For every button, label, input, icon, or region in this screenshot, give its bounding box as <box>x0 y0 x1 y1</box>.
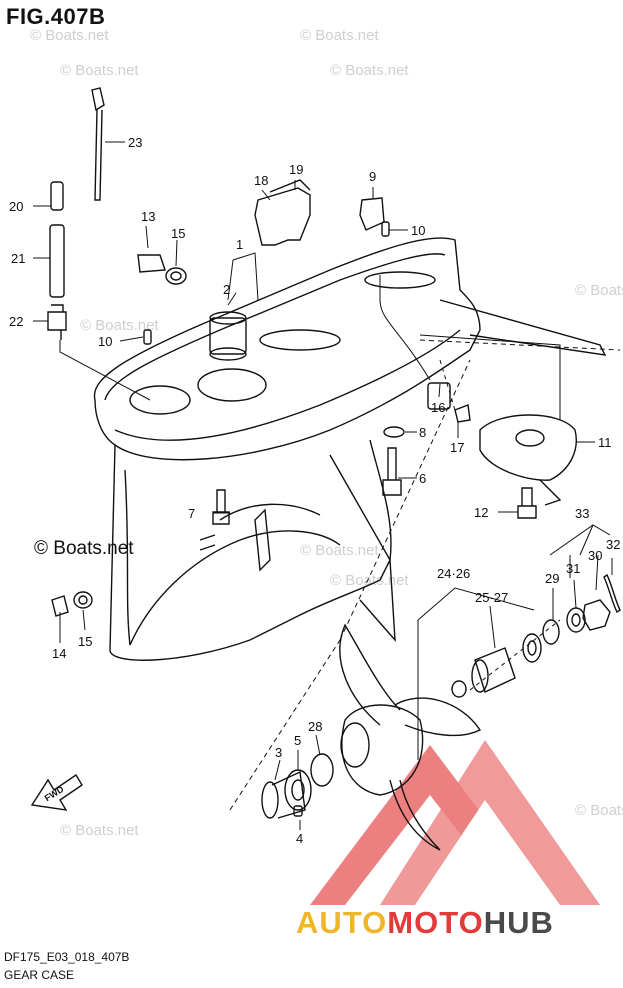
plug-part <box>137 254 166 273</box>
washer-part <box>542 619 560 645</box>
gear-case-lower <box>109 439 392 661</box>
callout-18: 18 <box>254 173 268 188</box>
callout-25-27: 25·27 <box>475 590 508 605</box>
watermark: © Boats.net <box>575 282 623 299</box>
callout-28: 28 <box>308 719 322 734</box>
gear-case-housing <box>93 237 481 461</box>
thrust-holder-part <box>261 781 279 819</box>
grommet-part <box>50 181 64 211</box>
watermark: © Boats.net <box>30 27 109 44</box>
watermark: © Boats.net <box>300 27 379 44</box>
watermark-group: © Boats.net © Boats.net © Boats.net © Bo… <box>30 27 623 839</box>
callout-4: 4 <box>296 831 303 846</box>
callout-11: 11 <box>598 435 612 450</box>
callout-5: 5 <box>294 733 301 748</box>
figure-title: FIG.407B <box>6 4 106 29</box>
bolt-part <box>212 489 230 525</box>
callout-16: 16 <box>431 400 445 415</box>
callout-9: 9 <box>369 169 376 184</box>
washer-part <box>522 633 542 663</box>
callout-29: 29 <box>545 571 559 586</box>
callout-31: 31 <box>566 561 580 576</box>
brand-part-hub: HUB <box>483 905 554 940</box>
callout-12: 12 <box>474 505 488 520</box>
callout-19: 19 <box>289 162 303 177</box>
callout-24-26: 24·26 <box>437 566 470 581</box>
anode-block-part <box>427 382 451 410</box>
washer-part <box>284 769 312 811</box>
spacer-part <box>310 753 334 787</box>
gasket-part <box>73 591 93 609</box>
callout-15-top: 15 <box>171 226 185 241</box>
nut-part <box>582 599 611 631</box>
pin-part <box>381 221 390 237</box>
callout-1: 1 <box>236 237 243 252</box>
callout-33: 33 <box>575 506 589 521</box>
callout-32: 32 <box>606 537 620 552</box>
key-part <box>293 805 303 817</box>
callout-labels: 1 2 3 4 5 6 7 8 9 10 10 11 12 13 14 15 1… <box>9 135 620 846</box>
plug-part <box>51 595 69 617</box>
propeller-part <box>339 623 401 726</box>
callout-10-left: 10 <box>98 334 112 349</box>
watermark: © Boats.net <box>80 317 159 334</box>
cotter-pin-part <box>603 573 621 614</box>
pin-part <box>143 329 152 345</box>
callout-15-bottom: 15 <box>78 634 92 649</box>
gasket-part <box>165 267 187 285</box>
figure-name: GEAR CASE <box>4 968 75 982</box>
brand-wordmark: AUTOMOTOHUB <box>296 905 554 941</box>
callout-8: 8 <box>419 425 426 440</box>
bolt-part <box>382 447 402 496</box>
brand-part-moto: MOTO <box>387 905 484 940</box>
spacer-part <box>451 680 467 698</box>
callout-17: 17 <box>450 440 464 455</box>
brand-logo-icon <box>310 740 600 905</box>
bolt-part <box>517 487 537 519</box>
watermark: © Boats.net <box>60 62 139 79</box>
callout-2: 2 <box>223 282 230 297</box>
callout-21: 21 <box>11 251 25 266</box>
watermark: © Boats.net <box>575 802 623 819</box>
seal-part <box>359 197 385 231</box>
callout-6: 6 <box>419 471 426 486</box>
trim-anode-part <box>479 414 577 481</box>
callout-22: 22 <box>9 314 23 329</box>
fwd-arrow-icon: FWD <box>30 774 83 811</box>
watermark: © Boats.net <box>330 572 409 589</box>
tube-part <box>49 224 65 298</box>
figure-code: DF175_E03_018_407B <box>4 950 130 964</box>
washer-part <box>383 426 405 438</box>
brand-part-auto: AUTO <box>296 905 388 940</box>
water-seal-part <box>254 187 311 246</box>
callout-13: 13 <box>141 209 155 224</box>
watermark: © Boats.net <box>330 62 409 79</box>
bushing-part <box>474 647 516 693</box>
watermark: © Boats.net <box>300 542 379 559</box>
washer-part <box>566 607 586 633</box>
callout-14: 14 <box>52 646 66 661</box>
bearing-part <box>209 317 247 355</box>
callout-10-right: 10 <box>411 223 425 238</box>
tie-strap-part <box>91 87 105 201</box>
callout-3: 3 <box>275 745 282 760</box>
callout-30: 30 <box>588 548 602 563</box>
callout-20: 20 <box>9 199 23 214</box>
callout-7: 7 <box>188 506 195 521</box>
copyright-text: © Boats.net <box>34 538 134 559</box>
watermark: © Boats.net <box>60 822 139 839</box>
fitting-part <box>47 304 67 340</box>
callout-23: 23 <box>128 135 142 150</box>
